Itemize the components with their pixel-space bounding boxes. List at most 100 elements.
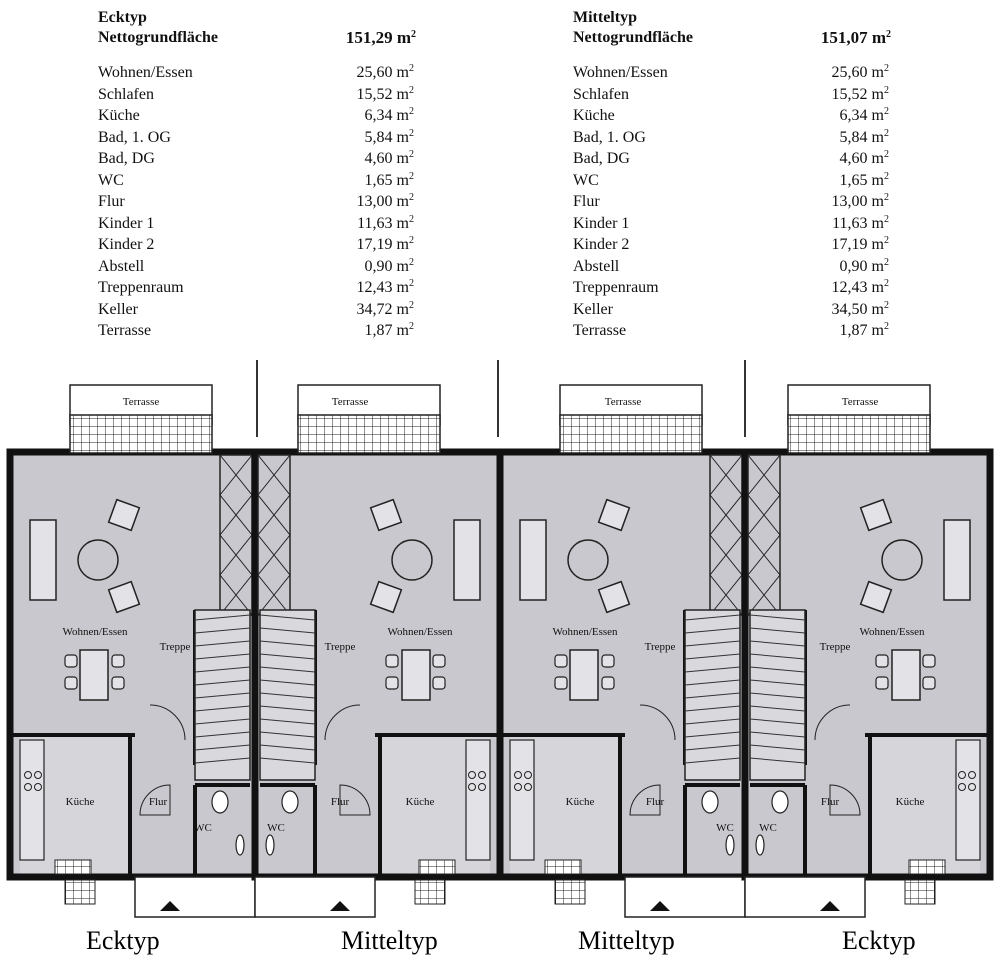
room-area: 11,63 m2 — [832, 213, 889, 232]
room-area: 25,60 m2 — [831, 63, 889, 82]
room-name: Terrasse — [98, 322, 152, 339]
washbasin — [755, 834, 765, 856]
room-name: Schlafen — [98, 85, 154, 103]
sofa — [943, 519, 971, 601]
caption-mitteltyp-right: Mitteltyp — [578, 926, 675, 955]
entrance-porch — [624, 876, 746, 918]
kitchen-label: Küche — [896, 796, 925, 808]
stairs — [194, 609, 251, 781]
room-name: Kinder 1 — [573, 214, 630, 232]
room-area: 1,87 m2 — [364, 321, 414, 340]
hall-label: Flur — [331, 796, 350, 808]
room-row: Keller 34,50 m2 — [573, 299, 903, 321]
toilet — [211, 790, 229, 814]
coffee-table — [391, 539, 433, 581]
room-area: 1,65 m2 — [839, 170, 889, 189]
room-name: Wohnen/Essen — [98, 64, 193, 81]
kitchen-label: Küche — [566, 796, 595, 808]
room-row: Küche 6,34 m2 — [98, 105, 428, 127]
room-row: Kinder 2 17,19 m2 — [98, 234, 428, 256]
room-row: Schlafen 15,52 m2 — [573, 84, 903, 106]
wc-label: WC — [267, 822, 285, 834]
house-unit — [496, 384, 749, 918]
room-name: Abstell — [98, 257, 145, 275]
room-area: 6,34 m2 — [364, 106, 414, 125]
armchair — [859, 580, 893, 614]
grate — [64, 879, 96, 905]
room-row: Terrasse 1,87 m2 — [98, 320, 428, 342]
room-area: 34,50 m2 — [831, 299, 889, 318]
armchair — [597, 498, 631, 532]
toilet — [281, 790, 299, 814]
armchair — [859, 498, 893, 532]
room-name: Flur — [98, 193, 125, 210]
room-row: Kinder 2 17,19 m2 — [573, 234, 903, 256]
room-area: 5,84 m2 — [364, 127, 414, 146]
room-name: WC — [98, 171, 124, 189]
kitchen-sink — [908, 859, 946, 875]
caption-mitteltyp-left: Mitteltyp — [341, 926, 438, 955]
room-area: 1,87 m2 — [839, 321, 889, 340]
stairs-label: Treppe — [325, 641, 356, 653]
kitchen-sink — [54, 859, 92, 875]
wc-label: WC — [194, 822, 212, 834]
dining-table — [401, 649, 431, 701]
room-name: Wohnen/Essen — [573, 64, 668, 81]
room-name: Kinder 2 — [98, 236, 155, 253]
dining-table — [569, 649, 599, 701]
room-area: 15,52 m2 — [356, 84, 414, 103]
hall-label: Flur — [821, 796, 840, 808]
room-name: Schlafen — [573, 85, 629, 103]
dining-table — [79, 649, 109, 701]
room-name: Kinder 1 — [98, 214, 155, 232]
wc-label: WC — [716, 822, 734, 834]
room-name: Kinder 2 — [573, 236, 630, 253]
living-label: Wohnen/Essen — [859, 626, 925, 638]
room-name: WC — [573, 171, 599, 189]
room-name: Küche — [98, 107, 140, 124]
room-area: 17,19 m2 — [356, 235, 414, 254]
wc-label: WC — [759, 822, 777, 834]
room-area: 11,63 m2 — [357, 213, 414, 232]
room-row: Kinder 1 11,63 m2 — [98, 213, 428, 235]
net-area-row: Nettogrundfläche 151,29 m2 — [98, 28, 428, 48]
room-area: 6,34 m2 — [839, 106, 889, 125]
armchair — [107, 498, 141, 532]
kitchen-counter — [955, 739, 981, 861]
area-table-mitteltyp: Mitteltyp Nettogrundfläche 151,07 m2 Woh… — [573, 8, 903, 342]
room-area: 34,72 m2 — [356, 299, 414, 318]
room-area: 4,60 m2 — [364, 149, 414, 168]
room-area: 15,52 m2 — [831, 84, 889, 103]
kitchen-counter — [465, 739, 491, 861]
stairs-label: Treppe — [645, 641, 676, 653]
room-name: Keller — [573, 300, 613, 318]
coffee-table — [567, 539, 609, 581]
room-list: Wohnen/Essen 25,60 m2 Schlafen 15,52 m2 Küch… — [573, 62, 903, 342]
coffee-table — [881, 539, 923, 581]
hall-label: Flur — [149, 796, 168, 808]
entrance-porch — [134, 876, 256, 918]
type-name: Ecktyp — [98, 9, 147, 26]
room-row: Bad, DG 4,60 m2 — [98, 148, 428, 170]
room-area: 12,43 m2 — [356, 278, 414, 297]
armchair — [597, 580, 631, 614]
grate — [904, 879, 936, 905]
room-name: Bad, DG — [98, 150, 155, 167]
coffee-table — [77, 539, 119, 581]
washbasin — [235, 834, 245, 856]
room-name: Treppenraum — [573, 279, 659, 296]
room-area: 17,19 m2 — [831, 235, 889, 254]
washbasin — [265, 834, 275, 856]
room-row: Wohnen/Essen 25,60 m2 — [573, 62, 903, 84]
net-area-label: Nettogrundfläche — [98, 29, 218, 46]
room-name: Flur — [573, 193, 600, 210]
